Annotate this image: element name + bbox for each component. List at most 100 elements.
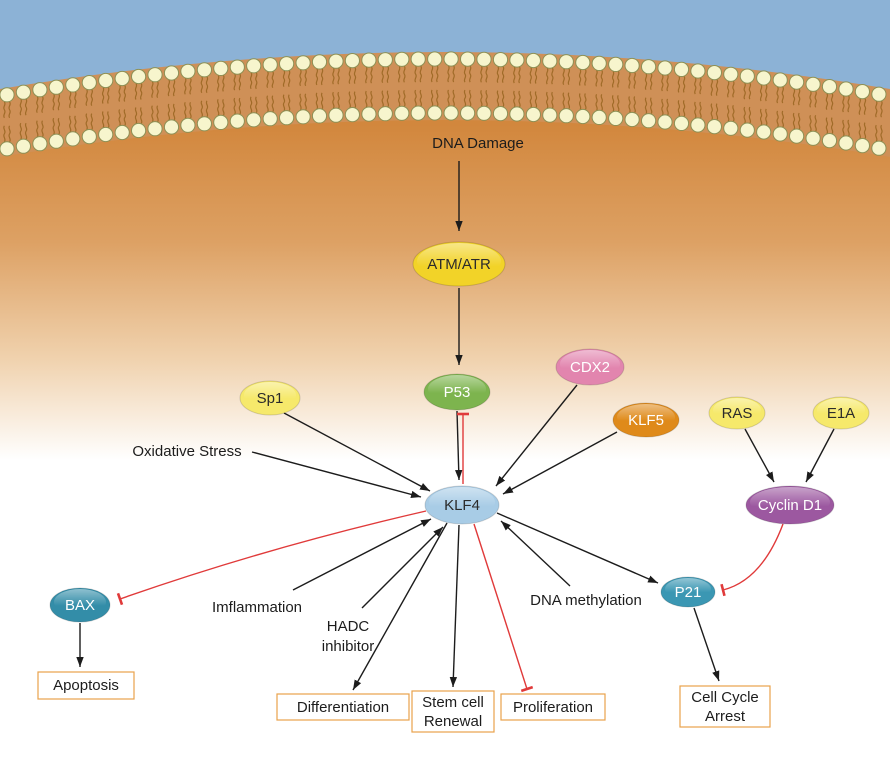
lipid-tail: [397, 65, 401, 83]
lipid-head: [427, 105, 443, 121]
lipid-tail: [172, 103, 176, 121]
lipid-head: [131, 122, 147, 139]
lipid-tail: [797, 88, 801, 106]
lipid-tail: [85, 113, 88, 130]
node-bax: BAX: [49, 587, 111, 623]
lipid-head: [509, 52, 525, 68]
lipid-head: [213, 60, 229, 77]
lipid-head: [756, 124, 772, 140]
node-cdx2: CDX2: [555, 348, 625, 386]
lipid-head: [673, 115, 690, 132]
lipid-head: [558, 108, 574, 124]
lipid-head: [311, 54, 328, 70]
lipid-tail: [233, 73, 236, 91]
ras-sheen: [713, 398, 761, 422]
lipid-tail: [107, 111, 110, 128]
lipid-tail: [732, 80, 735, 98]
lipid-tail: [430, 89, 434, 107]
lipid-tail: [320, 92, 324, 110]
lipid-tail: [633, 72, 636, 89]
lipid-tail: [3, 101, 6, 119]
lipid-tail: [677, 100, 681, 117]
lipid-tail: [584, 69, 587, 86]
inhibition-cyclin-d1-to-p21: [720, 523, 784, 597]
lipid-tail: [337, 91, 340, 109]
lipid-tail: [743, 106, 746, 124]
label-dna-methylation: DNA methylation: [530, 592, 642, 609]
lipid-tail: [452, 65, 455, 83]
lipid-head: [32, 82, 48, 98]
lipid-head: [229, 59, 245, 75]
lipid-tail: [748, 82, 752, 100]
lipid-tail: [776, 110, 779, 128]
lipid-tail: [529, 67, 533, 84]
lipid-head: [657, 60, 673, 76]
lipid-tail: [726, 104, 730, 122]
lipid-head: [739, 122, 755, 138]
lipid-tail: [858, 122, 862, 139]
lipid-tail: [255, 96, 258, 114]
lipid-head: [838, 135, 854, 151]
lipid-tail: [353, 91, 357, 108]
lipid-tail: [463, 65, 467, 83]
lipid-head: [558, 54, 574, 70]
lipid-tail: [649, 73, 653, 91]
lipid-head: [756, 70, 772, 86]
lipid-head: [476, 51, 492, 67]
p21-sheen: [665, 578, 711, 600]
lipid-tail: [19, 98, 23, 116]
lipid-tail: [715, 103, 719, 120]
lipid-tail: [139, 83, 143, 100]
lipid-tail: [858, 98, 862, 115]
p53-label: P53: [444, 384, 471, 401]
lipid-tail: [765, 84, 768, 102]
lipid-tail: [842, 95, 845, 113]
lipid-tail: [765, 108, 768, 126]
node-p53: P53: [423, 373, 491, 411]
lipid-tail: [578, 93, 582, 110]
lipid-tail: [216, 75, 220, 92]
lipid-tail: [74, 115, 77, 133]
arrow-dna-methylation-to-klf4: [500, 520, 571, 587]
lipid-head: [98, 126, 114, 143]
lipid-tail: [501, 90, 505, 107]
lipid-tail: [694, 77, 697, 95]
lipid-tail: [282, 70, 286, 88]
lipid-tail: [776, 86, 779, 104]
lipid-tail: [880, 100, 883, 118]
lipid-head: [180, 63, 196, 79]
outcome-differentiation: Differentiation: [276, 693, 410, 721]
lipid-head: [114, 124, 130, 141]
lipid-tail: [397, 89, 401, 107]
lipid-tail: [781, 110, 785, 128]
lipid-tail: [436, 65, 439, 83]
lipid-head: [789, 74, 805, 90]
cdx2-sheen: [560, 350, 620, 378]
lipid-head: [492, 52, 509, 68]
node-klf4: KLF4: [424, 485, 500, 525]
lipid-tail: [134, 83, 138, 100]
arrow-klf5-to-klf4: [502, 431, 618, 495]
lipid-tail: [513, 66, 516, 84]
lipid-tail: [628, 96, 631, 113]
outcome-cell-cycle-arrest: Cell Cycle Arrest: [679, 685, 771, 728]
label-oxidative-stress: Oxidative Stress: [132, 443, 241, 460]
lipid-head: [427, 51, 443, 67]
lipid-head: [805, 130, 821, 146]
lipid-tail: [200, 100, 204, 118]
lipid-tail: [584, 93, 587, 110]
lipid-head: [476, 105, 492, 121]
lipid-head: [706, 65, 723, 81]
lipid-tail: [447, 89, 450, 107]
cell-cycle-arrest-label-line1: Cell Cycle: [691, 689, 759, 706]
lipid-head: [328, 53, 344, 69]
lipid-head: [706, 119, 723, 135]
lipid-tail: [52, 93, 55, 111]
lipid-tail: [644, 73, 648, 91]
lipid-tail: [814, 90, 817, 108]
lipid-tail: [36, 120, 39, 138]
lipid-head: [246, 58, 262, 74]
lipid-tail: [649, 97, 653, 115]
lipid-head: [542, 107, 558, 123]
lipid-tail: [3, 125, 6, 143]
